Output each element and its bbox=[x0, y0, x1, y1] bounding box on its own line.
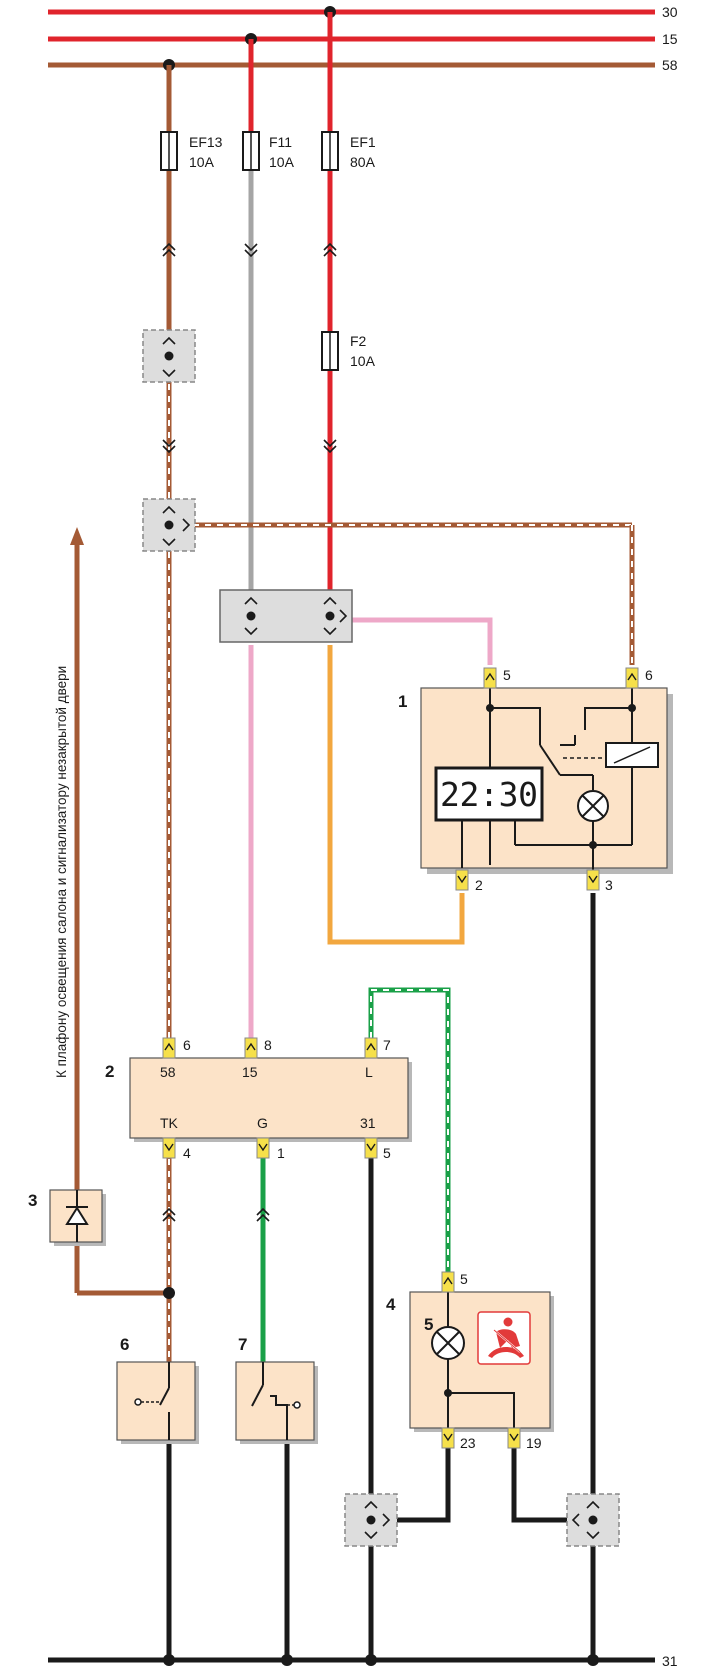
component-2-pin-4: 4 bbox=[183, 1145, 191, 1161]
connector-chevrons bbox=[162, 242, 337, 1222]
fuse-f11-rating: 10A bbox=[269, 154, 295, 170]
component-3-diode: 3 bbox=[28, 1189, 106, 1246]
component-2-terminal-tk: TK bbox=[160, 1115, 179, 1131]
component-2-terminal-l: L bbox=[365, 1064, 373, 1080]
component-2-pin-1: 1 bbox=[277, 1145, 285, 1161]
component-2-terminal-g: G bbox=[257, 1115, 268, 1131]
red-wire-ef1 bbox=[248, 12, 333, 600]
clock-display-text: 22:30 bbox=[440, 775, 538, 814]
component-2-number: 2 bbox=[105, 1062, 114, 1081]
fuse-f2-rating: 10A bbox=[350, 353, 376, 369]
component-7-switch: 7 bbox=[235, 1335, 318, 1444]
junction-dot bbox=[587, 1654, 599, 1666]
fuse-ef13-rating: 10A bbox=[189, 154, 215, 170]
component-7-number: 7 bbox=[238, 1335, 247, 1354]
side-note-text: К плафону освещения салона и сигнализато… bbox=[54, 666, 69, 1078]
component-6-number: 6 bbox=[120, 1335, 129, 1354]
component-2-terminal-15: 15 bbox=[242, 1064, 258, 1080]
junction-dot bbox=[163, 1654, 175, 1666]
brown-wire-to-diode bbox=[70, 527, 169, 1296]
connector-block-middle bbox=[142, 498, 196, 552]
pink-wire bbox=[248, 617, 493, 1038]
connector-block-upper bbox=[142, 329, 196, 383]
component-4-pin-23: 23 bbox=[460, 1435, 476, 1451]
component-2-pin-8: 8 bbox=[264, 1037, 272, 1053]
component-2-pin-5: 5 bbox=[383, 1145, 391, 1161]
component-2-terminal-58: 58 bbox=[160, 1064, 176, 1080]
component-4-warning-unit: 4 5 bbox=[386, 1291, 554, 1432]
fuse-f11: F11 10A bbox=[242, 131, 295, 171]
diode-icon bbox=[65, 1206, 89, 1225]
fuse-ef1-rating: 80A bbox=[350, 154, 376, 170]
connector-block-wide bbox=[219, 589, 353, 643]
fuse-ef13-name: EF13 bbox=[189, 134, 223, 150]
bus-15-label: 15 bbox=[662, 31, 678, 47]
component-4-pins bbox=[441, 1271, 521, 1449]
orange-wire bbox=[327, 645, 465, 945]
component-1-pin-3: 3 bbox=[605, 877, 613, 893]
fuse-ef13: EF13 10A bbox=[160, 131, 223, 171]
component-1-pin-5: 5 bbox=[503, 667, 511, 683]
fuse-f11-name: F11 bbox=[269, 134, 292, 150]
junction-dot bbox=[281, 1654, 293, 1666]
component-1-pins bbox=[455, 667, 639, 891]
component-6-switch: 6 bbox=[116, 1335, 199, 1444]
fuse-f2-name: F2 bbox=[350, 333, 367, 349]
component-1-pin-2: 2 bbox=[475, 877, 483, 893]
component-4-pin-19: 19 bbox=[526, 1435, 542, 1451]
junction-dot bbox=[365, 1654, 377, 1666]
component-2-pins bbox=[162, 1037, 378, 1159]
fuse-f2: F2 10A bbox=[321, 331, 376, 371]
bus-58-label: 58 bbox=[662, 57, 678, 73]
component-2-control-unit: 2 58 15 L TK G 31 bbox=[105, 1057, 412, 1142]
component-2-pin-6: 6 bbox=[183, 1037, 191, 1053]
component-3-number: 3 bbox=[28, 1191, 37, 1210]
connector-block-ground-right bbox=[566, 1493, 620, 1547]
green-striped-wire bbox=[368, 987, 451, 1272]
fuse-ef1-name: EF1 bbox=[350, 134, 376, 150]
clock-display bbox=[434, 766, 544, 822]
component-2-terminal-31: 31 bbox=[360, 1115, 376, 1131]
fuse-ef1: EF1 80A bbox=[321, 131, 376, 171]
seatbelt-warning-icon bbox=[477, 1311, 531, 1365]
component-1-number: 1 bbox=[398, 692, 407, 711]
component-4-number: 4 bbox=[386, 1295, 396, 1314]
bus-30-label: 30 bbox=[662, 4, 678, 20]
connector-block-ground-left bbox=[344, 1493, 398, 1547]
bus-31-label: 31 bbox=[662, 1653, 678, 1669]
component-4-pin-5: 5 bbox=[460, 1271, 468, 1287]
junction-dot bbox=[163, 1287, 175, 1299]
component-2-pin-7: 7 bbox=[383, 1037, 391, 1053]
brown-striped-wire bbox=[166, 360, 635, 1362]
component-1-clock-module: 1 22:30 bbox=[398, 687, 673, 874]
component-5-number: 5 bbox=[424, 1315, 433, 1334]
component-1-pin-6: 6 bbox=[645, 667, 653, 683]
